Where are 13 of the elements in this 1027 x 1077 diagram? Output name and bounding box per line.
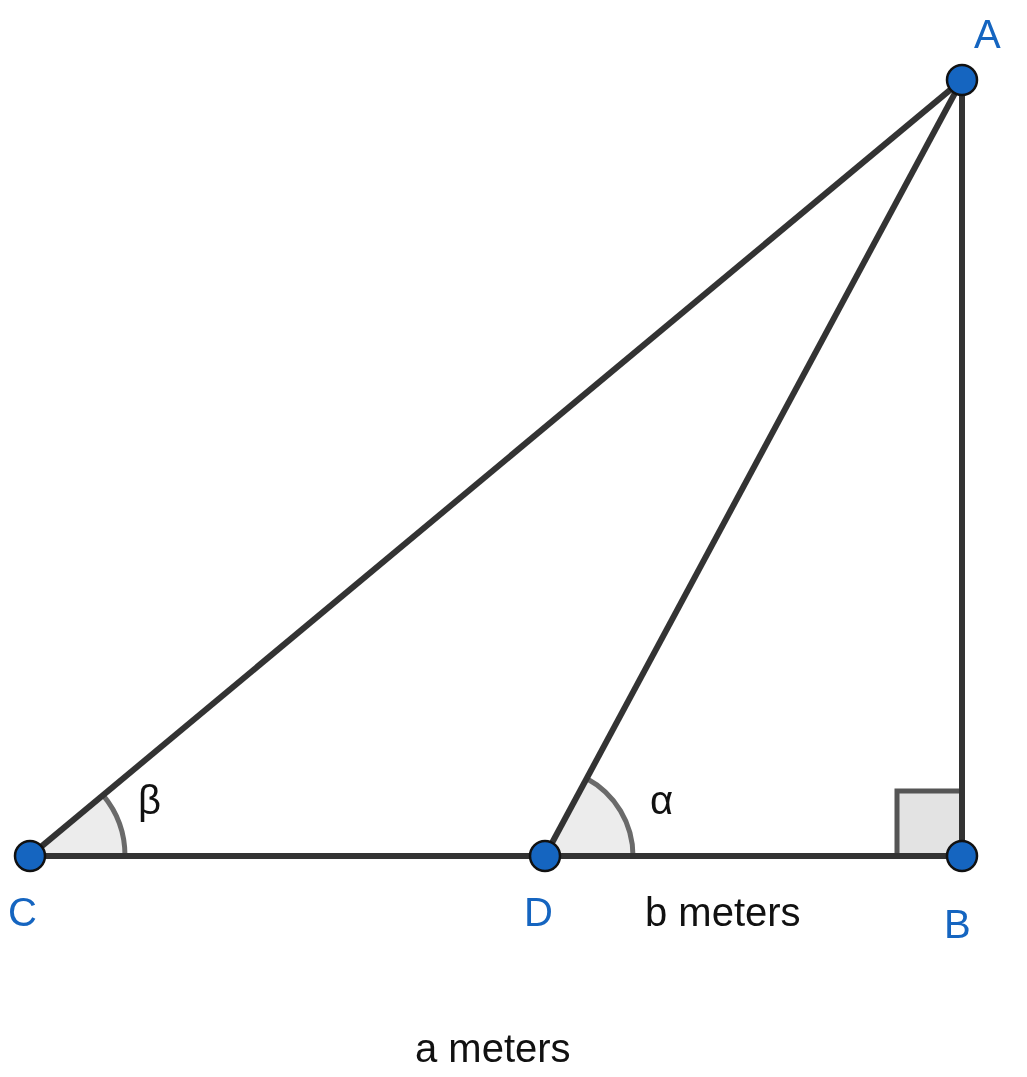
line-segment (39, 87, 953, 849)
line-segment (560, 853, 947, 859)
line-segment (959, 95, 965, 841)
point-label: C (8, 890, 37, 934)
dimension-label: b meters (645, 890, 801, 934)
point-label: B (944, 902, 971, 946)
line-segment (549, 91, 958, 845)
point-label: A (974, 12, 1001, 56)
point-label: D (524, 890, 553, 934)
dimension-label: a meters (415, 1026, 571, 1070)
angle-label: α (650, 778, 674, 822)
line-segment (45, 853, 530, 859)
angle-label: β (138, 778, 161, 822)
